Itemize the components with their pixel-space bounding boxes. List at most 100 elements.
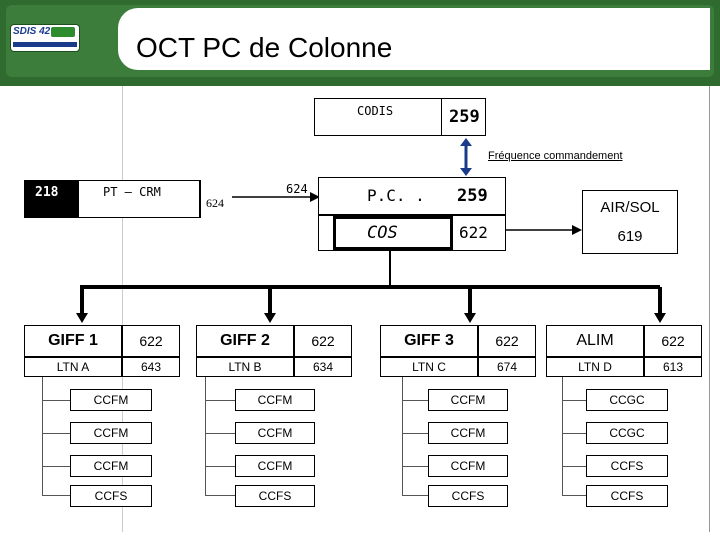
freq-624-right: 624 (286, 182, 308, 196)
frequence-label: Fréquence commandement (488, 150, 623, 162)
unit-branch (205, 466, 235, 467)
ltn-freq: 613 (662, 360, 684, 374)
ltn-label: LTN A (56, 360, 90, 374)
double-arrow-icon (460, 138, 472, 176)
unit-branch (562, 466, 586, 467)
arrow-down-1-icon (76, 287, 88, 323)
cos-highlight (333, 216, 453, 250)
arrow-right-airsol-icon (506, 225, 582, 235)
unit-tree-line (42, 377, 43, 495)
branch-bar (80, 285, 660, 289)
pt-crm-cell: PT – CRM (78, 180, 200, 218)
pc-label: P.C. . (367, 186, 425, 205)
freq-624-right-cell: 624 (280, 180, 320, 218)
logo-underline (13, 42, 77, 47)
unit-branch (205, 433, 235, 434)
unit-label: CCFM (93, 459, 129, 473)
group-name: ALIM (576, 332, 614, 349)
group-freq-cell: 622 (294, 325, 352, 357)
arrow-down-4-icon (654, 287, 666, 323)
unit-box: CCGC (586, 422, 668, 444)
unit-label: CCFM (257, 459, 293, 473)
pt-crm-label: PT – CRM (103, 185, 161, 199)
ltn-freq-cell: 634 (294, 357, 352, 377)
unit-box: CCFM (428, 389, 508, 411)
unit-box: CCFM (235, 389, 315, 411)
unit-box: CCFM (70, 422, 152, 444)
unit-box: CCFM (428, 455, 508, 477)
ltn-freq: 674 (496, 360, 518, 374)
cos-value: 622 (459, 223, 488, 242)
ltn-label: LTN C (412, 360, 446, 374)
air-sol-label: AIR/SOL (600, 199, 660, 216)
unit-label: CCFM (257, 426, 293, 440)
group-freq: 622 (495, 333, 519, 349)
unit-branch (205, 495, 235, 496)
unit-label: CCFS (451, 489, 485, 503)
unit-label: CCGC (609, 393, 645, 407)
unit-branch (205, 400, 235, 401)
group-name-cell: GIFF 2 (196, 325, 294, 357)
unit-label: CCGC (609, 426, 645, 440)
ltn-label: LTN D (578, 360, 612, 374)
ltn-freq-cell: 643 (122, 357, 180, 377)
group-name-cell: GIFF 3 (380, 325, 478, 357)
unit-box: CCFM (235, 422, 315, 444)
sdis-logo: SDIS 42 (10, 24, 80, 52)
title-band (118, 8, 710, 70)
unit-label: CCFS (610, 489, 644, 503)
unit-label: CCFS (258, 489, 292, 503)
unit-branch (42, 433, 70, 434)
page-title: OCT PC de Colonne (136, 32, 393, 63)
unit-label: CCFM (93, 393, 129, 407)
ltn-freq: 634 (312, 360, 334, 374)
group-freq: 622 (311, 333, 335, 349)
unit-branch (402, 495, 428, 496)
ltn-cell: LTN C (380, 357, 478, 377)
unit-label: CCFS (94, 489, 128, 503)
unit-box: CCFM (70, 389, 152, 411)
unit-branch (562, 433, 586, 434)
ltn-freq-cell: 613 (644, 357, 702, 377)
logo-text: SDIS 42 (13, 26, 51, 37)
unit-tree-line (205, 377, 206, 495)
content-frame (122, 86, 710, 532)
unit-branch (42, 466, 70, 467)
unit-box: CCFM (428, 422, 508, 444)
group-name: GIFF 3 (404, 332, 454, 349)
unit-branch (42, 400, 70, 401)
unit-box: CCFM (235, 455, 315, 477)
unit-branch (402, 400, 428, 401)
ltn-cell: LTN A (24, 357, 122, 377)
unit-box: CCFS (586, 455, 668, 477)
pc-box: P.C. . 259 (318, 177, 506, 215)
code-218-text: 218 (35, 185, 59, 200)
ltn-freq-cell: 674 (478, 357, 536, 377)
codis-box: CODIS 259 (314, 98, 486, 136)
freq-624-left-cell: 624 (200, 180, 252, 218)
logo-mark-icon (51, 27, 75, 37)
unit-tree-line (562, 377, 563, 495)
group-freq: 622 (139, 333, 163, 349)
codis-label: CODIS (357, 104, 394, 118)
group-name-cell: GIFF 1 (24, 325, 122, 357)
code-218-cell: 218 (24, 180, 78, 218)
unit-box: CCGC (586, 389, 668, 411)
cos-label: COS (367, 223, 398, 243)
codis-divider (441, 99, 442, 135)
unit-branch (402, 433, 428, 434)
pt-crm-right-divider (200, 180, 201, 218)
ltn-label: LTN B (228, 360, 262, 374)
branch-stem (389, 271, 391, 285)
unit-branch (42, 495, 70, 496)
group-name-cell: ALIM (546, 325, 644, 357)
group-freq-cell: 622 (644, 325, 702, 357)
group-freq-cell: 622 (478, 325, 536, 357)
unit-label: CCFM (257, 393, 293, 407)
unit-branch (562, 400, 586, 401)
unit-label: CCFM (450, 393, 486, 407)
unit-box: CCFS (235, 485, 315, 507)
arrow-down-3-icon (464, 287, 476, 323)
unit-label: CCFM (450, 426, 486, 440)
unit-box: CCFS (586, 485, 668, 507)
